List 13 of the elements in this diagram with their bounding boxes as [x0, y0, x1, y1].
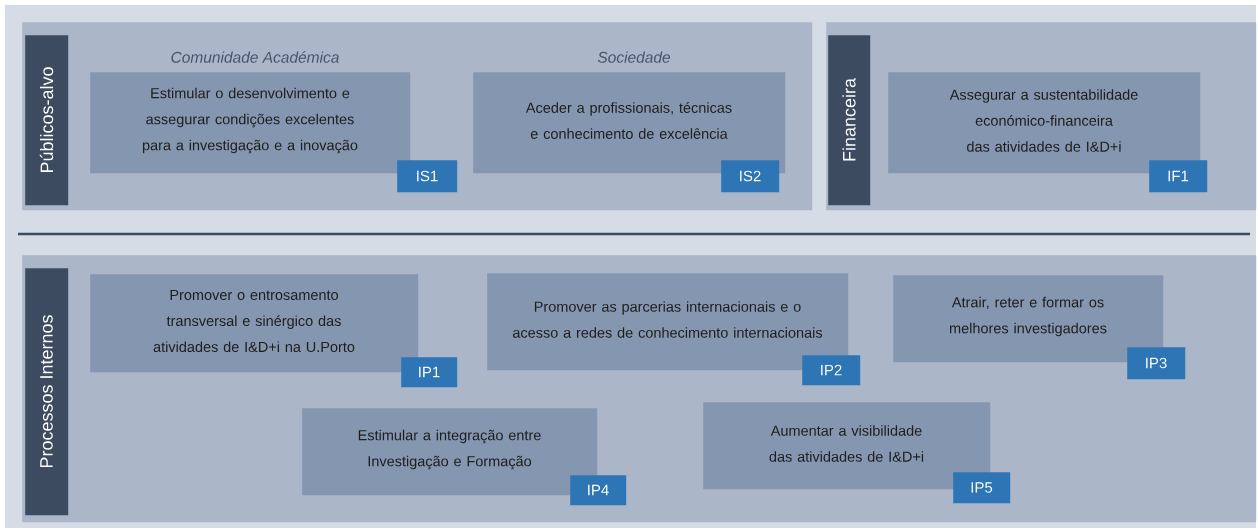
- code-tag: IP2: [802, 355, 861, 386]
- group-heading: Comunidade Académica: [171, 51, 339, 63]
- code-tag: IP3: [1127, 347, 1186, 380]
- code-tag: IP1: [401, 357, 458, 388]
- vertical-title-bar: Financeira: [828, 35, 871, 206]
- vertical-title-bar: Públicos-alvo: [25, 35, 69, 206]
- vertical-title-bar: Processos Internos: [25, 268, 69, 516]
- code-tag: IP5: [953, 472, 1011, 504]
- code-tag: IP4: [570, 475, 627, 506]
- goal-box: Estimular o desenvolvimento e assegurar condições excelentes para a investigação e a inovação: [90, 72, 411, 174]
- code-tag: IS1: [397, 160, 458, 193]
- group-heading: Sociedade: [597, 51, 671, 63]
- goal-box: Promover o entrosamento transversal e sinérgico das atividades de I&D+i na U.Porto: [90, 274, 419, 373]
